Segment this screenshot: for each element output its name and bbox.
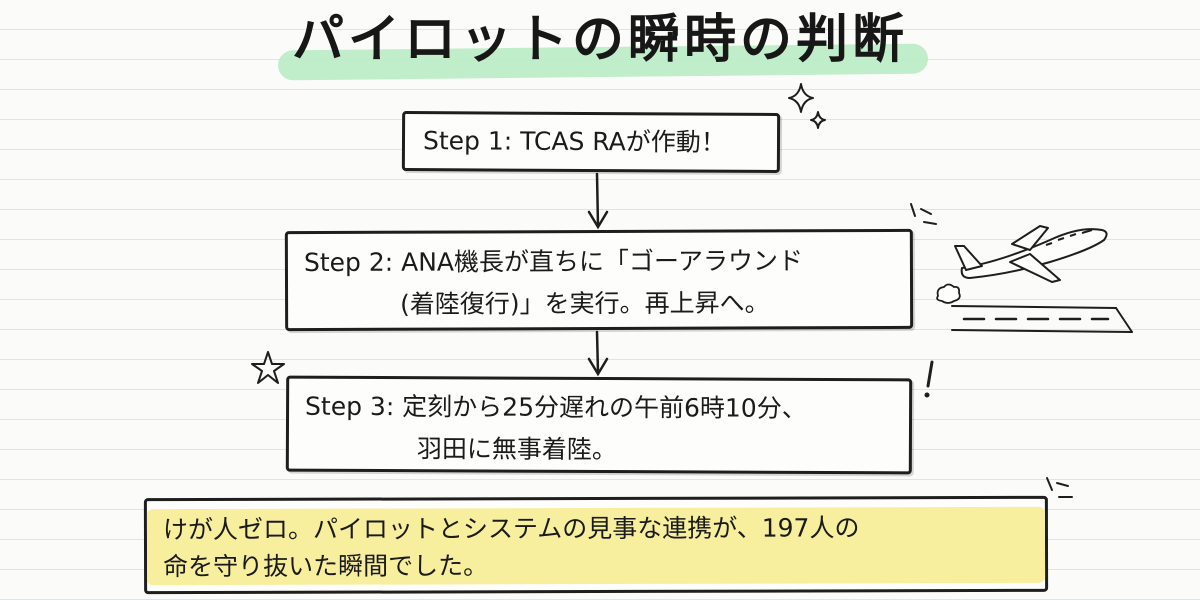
summary-text-line-1: けが人ゼロ。パイロットとシステムの見事な連携が、197人の [162, 513, 860, 545]
step-2-box: Step 2: ANA機長が直ちに「ゴーアラウンド (着陸復行)」を実行。再上昇… [284, 228, 914, 332]
exclamation-icon [924, 360, 934, 398]
summary-text: けが人ゼロ。パイロットとシステムの見事な連携が、197人の 命を守り抜いた瞬間で… [163, 509, 860, 585]
sparkle-icon [788, 83, 826, 129]
summary-box: けが人ゼロ。パイロットとシステムの見事な連携が、197人の 命を守り抜いた瞬間で… [143, 495, 1049, 595]
title-wrap: パイロットの瞬時の判断 [0, 4, 1200, 76]
step-3-box: Step 3: 定刻から25分遅れの午前6時10分、 羽田に無事着陸。 [285, 375, 913, 475]
arrow-step1-to-step2 [587, 172, 609, 230]
step-1-box: Step 1: TCAS RAが作動！ [401, 111, 781, 173]
step-3-text-line-2: 羽田に無事着陸。 [416, 434, 617, 465]
step-1-text: Step 1: TCAS RAが作動！ [422, 126, 726, 157]
arrow-step2-to-step3 [587, 330, 609, 377]
page-title: パイロットの瞬時の判断 [291, 10, 908, 70]
step-2-text-line-2: (着陸復行)」を実行。再上昇へ。 [400, 288, 770, 319]
star-icon [251, 351, 285, 384]
motion-lines [910, 203, 1073, 498]
runway-icon [951, 305, 1133, 333]
step-2-text-line-1: Step 2: ANA機長が直ちに「ゴーアラウンド [303, 246, 804, 278]
step-3-text-line-1: Step 3: 定刻から25分遅れの午前6時10分、 [305, 391, 807, 423]
summary-text-line-2: 命を守り抜いた瞬間でした。 [163, 551, 489, 582]
airplane-icon [954, 225, 1108, 283]
smoke-icon [936, 283, 961, 304]
